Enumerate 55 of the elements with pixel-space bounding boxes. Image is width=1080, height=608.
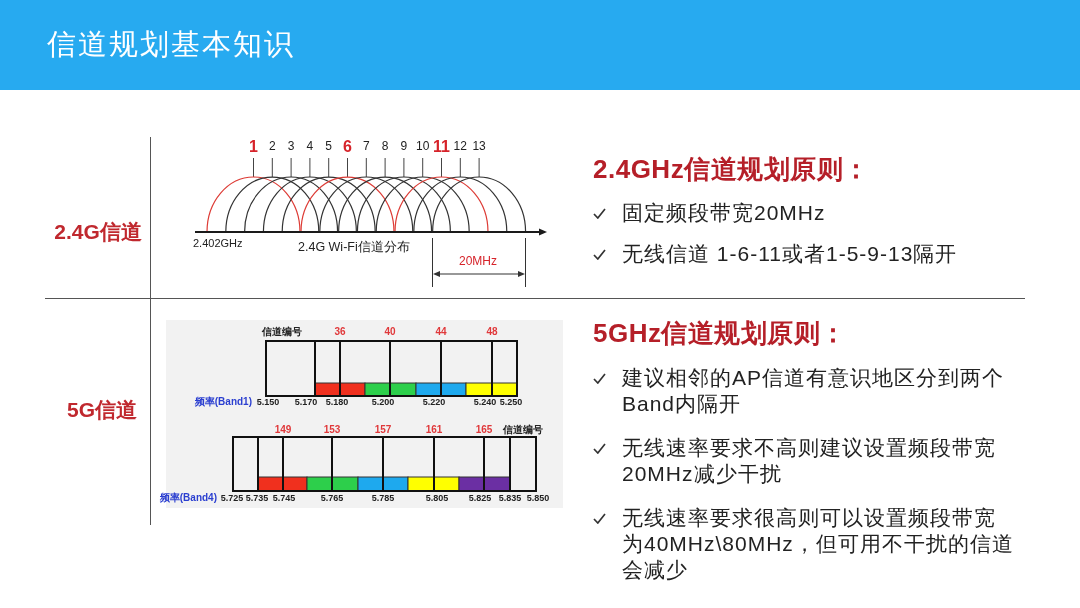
channel-number: 11 — [433, 137, 450, 157]
channel-number: 1 — [249, 137, 258, 157]
frequency-label: 5.200 — [371, 396, 395, 408]
channel-number: 10 — [416, 140, 430, 154]
channel-number: 157 — [374, 424, 392, 436]
channel-number: 5 — [325, 140, 333, 154]
band-label: 频率(Band1) — [194, 396, 252, 408]
channel-number: 2 — [268, 140, 276, 154]
frequency-label: 2.402GHz — [193, 236, 243, 250]
bullet-text: 无线速率要求很高则可以设置频段带宽为40MHz\80MHz，但可用不干扰的信道会减少 — [622, 505, 1015, 583]
channel-number: 4 — [306, 140, 314, 154]
channel-number: 44 — [435, 326, 447, 338]
frequency-label: 5.785 — [371, 492, 395, 504]
bullet-text: 无线信道 1-6-11或者1-5-9-13隔开 — [622, 241, 959, 267]
bullet-text: 无线速率要求不高则建议设置频段带宽20MHz减少干扰 — [622, 435, 997, 487]
section-heading: 2.4GHz信道规划原则： — [593, 155, 870, 185]
channel-number: 8 — [381, 140, 389, 154]
channel-number: 13 — [472, 140, 486, 154]
channel-number: 3 — [287, 140, 295, 154]
dimension-label: 20MHz — [459, 255, 497, 269]
channel-number: 40 — [384, 326, 396, 338]
channel-number-heading: 信道编号 — [503, 424, 543, 436]
frequency-label: 5.835 — [498, 492, 522, 504]
frequency-label: 5.240 — [473, 396, 497, 408]
frequency-label: 5.220 — [422, 396, 446, 408]
section-heading: 5GHz信道规划原则： — [593, 319, 847, 349]
channel-number: 6 — [343, 137, 352, 157]
channel-number: 165 — [475, 424, 493, 436]
frequency-label: 5.805 — [425, 492, 449, 504]
channel-number: 161 — [425, 424, 443, 436]
channel-number: 48 — [486, 326, 498, 338]
frequency-label: 5.250 — [499, 396, 523, 408]
frequency-label: 5.765 — [320, 492, 344, 504]
frequency-label: 5.825 — [468, 492, 492, 504]
row-header: 5G信道 — [67, 397, 137, 423]
channel-number-heading: 信道编号 — [262, 326, 302, 338]
channel-number: 12 — [453, 140, 467, 154]
frequency-label: 5.745 — [272, 492, 296, 504]
frequency-label: 5.170 — [294, 396, 318, 408]
channel-number: 153 — [323, 424, 341, 436]
bullet-text: 固定频段带宽20MHz — [622, 200, 827, 226]
frequency-label: 5.180 — [325, 396, 349, 408]
channel-number: 149 — [274, 424, 292, 436]
channel-number: 36 — [334, 326, 346, 338]
channel-number: 9 — [400, 140, 408, 154]
frequency-label: 5.150 — [256, 396, 280, 408]
slide-title: 信道规划基本知识 — [47, 27, 295, 62]
row-header: 2.4G信道 — [54, 219, 142, 245]
frequency-label: 5.850 — [526, 492, 550, 504]
channel-number: 7 — [362, 140, 370, 154]
frequency-label: 5.735 — [245, 492, 269, 504]
band-label: 频率(Band4) — [159, 492, 217, 504]
bullet-text: 建议相邻的AP信道有意识地区分到两个Band内隔开 — [622, 365, 1005, 417]
frequency-label: 5.725 — [220, 492, 244, 504]
axis-caption: 2.4G Wi-Fi信道分布 — [298, 239, 410, 255]
